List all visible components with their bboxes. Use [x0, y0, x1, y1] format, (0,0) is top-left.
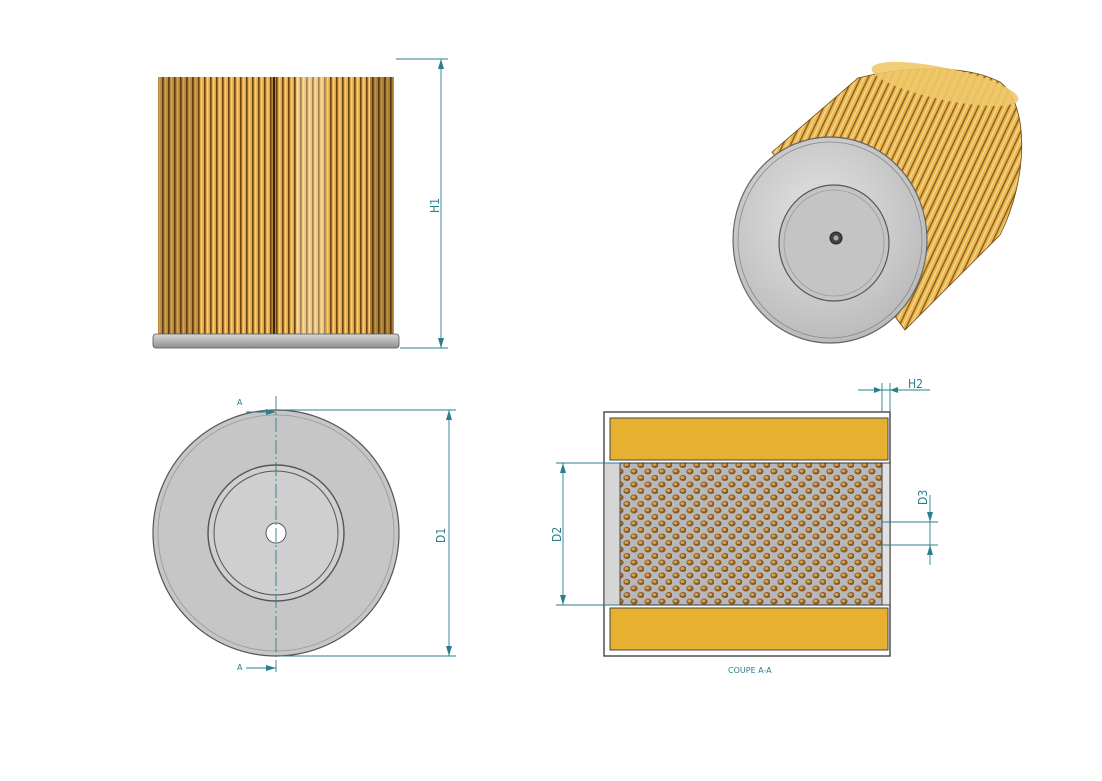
end-cap-bottom — [152, 333, 400, 349]
iso-center-hole-inner — [833, 235, 839, 241]
dimension-h2: H2 — [858, 377, 930, 412]
iso-recess-inner — [783, 189, 885, 297]
iso-top-rim — [871, 61, 1019, 107]
dimension-h1: H1 — [396, 58, 448, 349]
dimension-label-d3: D3 — [916, 490, 930, 505]
dimension-label-h1: H1 — [428, 198, 442, 213]
section-line-a: A A — [237, 396, 277, 672]
pleat-shadow-right — [370, 77, 394, 334]
pleat-shadow-left — [158, 77, 198, 334]
dimension-label-h2: H2 — [908, 377, 923, 391]
pleated-media — [158, 77, 394, 334]
dimension-label-d2: D2 — [550, 527, 564, 542]
core-lip-right — [881, 462, 891, 606]
dimension-d2: D2 — [550, 462, 620, 606]
isometric-view — [732, 61, 1023, 344]
section-mark-top: A — [237, 398, 243, 407]
dimension-d3: D3 — [882, 490, 938, 565]
end-view: A A D1 — [152, 396, 456, 672]
section-media-top — [609, 417, 889, 461]
perforated-core — [619, 462, 883, 606]
section-caption: COUPE A-A — [728, 666, 772, 675]
dimension-d1: D1 — [282, 409, 456, 657]
core-lip-left — [603, 462, 621, 606]
dimension-label-d1: D1 — [434, 528, 448, 543]
iso-end-cap-rim — [737, 141, 923, 339]
front-view: H1 — [152, 58, 448, 349]
section-media-bottom — [609, 607, 889, 651]
pleat-highlight — [296, 77, 326, 334]
section-view: H2 D2 D3 COUPE A-A — [550, 377, 938, 675]
section-mark-bottom: A — [237, 663, 243, 672]
